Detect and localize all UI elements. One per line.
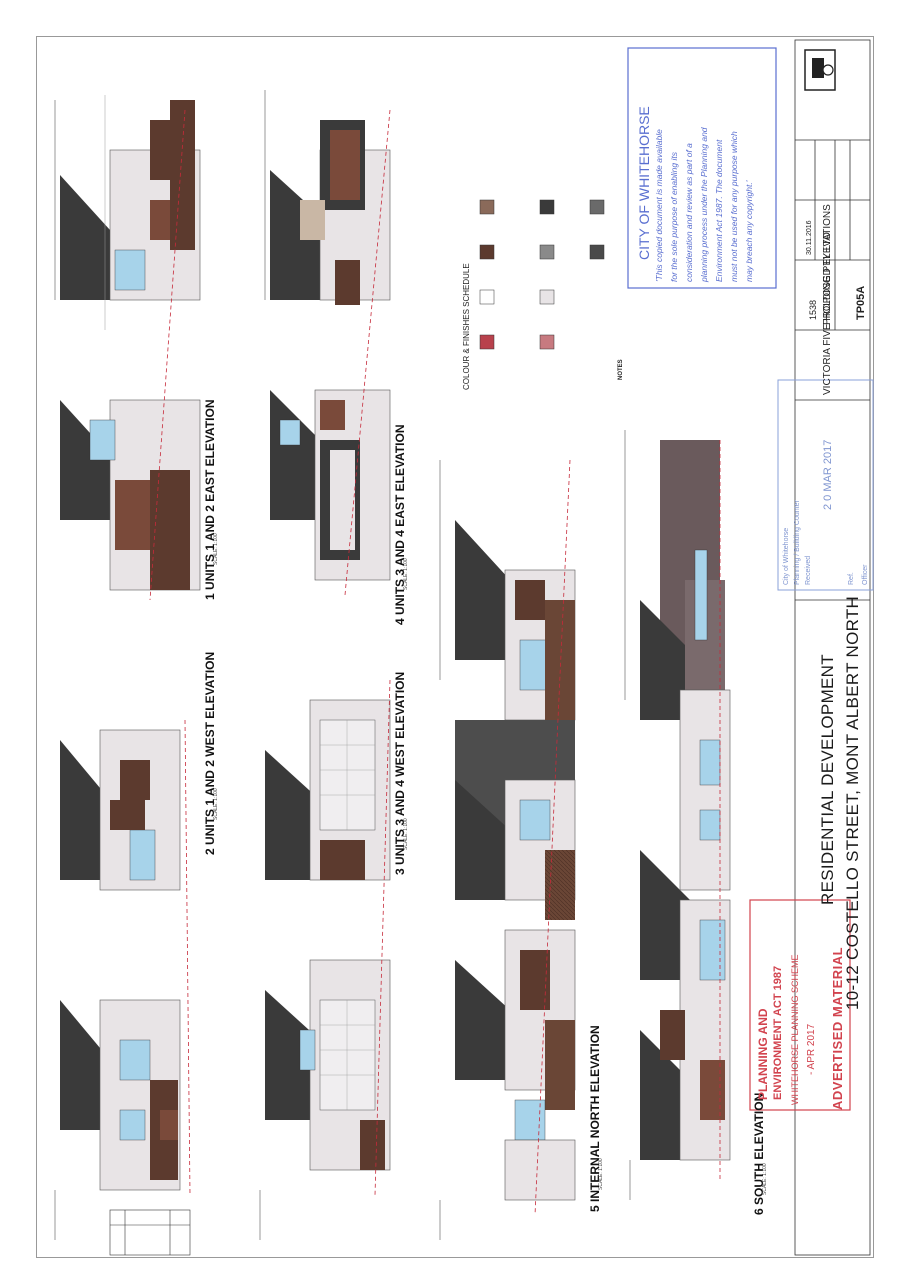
received-stamp-date: 2 0 MAR 2017 (822, 439, 834, 510)
drawing-number: TP05A (855, 285, 867, 320)
job-number: 1538 (808, 299, 818, 320)
elevation-scale-3: SCALE: 1:100 (403, 818, 409, 850)
project-title: RESIDENTIAL DEVELOPMENT (818, 654, 837, 905)
architect-logo (804, 49, 836, 91)
received-stamp-ref: Ref. (848, 572, 855, 585)
drawing-title: PROPOSED ELEVATIONS (822, 204, 833, 325)
elevation-scale-1: SCALE: 1:100 (213, 533, 219, 565)
received-stamp-line-1: City of Whitehorse (783, 527, 790, 585)
whitehorse-stamp-line-7: may breach any copyright.' (744, 180, 754, 282)
colour-schedule-title: COLOUR & FINISHES SCHEDULE (462, 263, 471, 390)
whitehorse-stamp-line-6: must not be used for any purpose which (729, 131, 739, 282)
elevation-scale-5: SCALE: 1:100 (598, 1158, 604, 1190)
received-stamp-line-3: Received (805, 555, 812, 585)
planning-stamp-line-1: PLANNING AND (756, 1008, 770, 1100)
elevation-2-bottom-house (60, 999, 181, 1191)
elevation-1-top-house (60, 95, 201, 330)
elevation-4-bottom-house (270, 389, 391, 581)
elevation-5-units (455, 520, 576, 1201)
whitehorse-stamp-line-5: Environment Act 1987. The document (714, 139, 724, 282)
project-address: 10-12 COSTELLO STREET, MONT ALBERT NORTH (843, 595, 862, 1010)
elevation-title-2: 2 UNITS 1 AND 2 WEST ELEVATION (203, 651, 217, 855)
whitehorse-stamp-line-1: 'This copied document is made available (654, 129, 664, 282)
whitehorse-stamp-line-2: for the sole purpose of enabling its (669, 152, 679, 282)
elevation-title-1: 1 UNITS 1 AND 2 EAST ELEVATION (203, 399, 217, 601)
colour-schedule-swatches (479, 199, 605, 350)
title-block (794, 39, 871, 1256)
drawing-date: 30.11.2016 (806, 220, 813, 255)
notes-title: NOTES (618, 359, 624, 380)
whitehorse-stamp-line-4: planning process under the Planning and (699, 127, 709, 282)
elevation-2-top-house (60, 729, 181, 891)
planning-stamp-line-3: WHITEHORSE PLANNING SCHEME (790, 954, 800, 1105)
planning-stamp-line-2: ENVIRONMENT ACT 1987 (772, 965, 784, 1100)
elevation-title-4: 4 UNITS 3 AND 4 EAST ELEVATION (393, 424, 407, 626)
sheet-border (36, 36, 874, 1258)
elevation-title-6: 6 SOUTH ELEVATION (752, 1092, 766, 1215)
elevation-scale-4: SCALE: 1:100 (403, 558, 409, 590)
elevation-3-bottom-house (265, 959, 391, 1171)
elevation-4-top-house (270, 120, 391, 305)
planning-stamp-box (749, 899, 851, 1111)
whitehorse-stamp-line-3: consideration and review as part of a (684, 143, 694, 282)
whitehorse-stamp-box (627, 47, 777, 289)
advertised-material-stamp: ADVERTISED MATERIAL (830, 946, 845, 1110)
elevation-3-top-house (265, 699, 391, 881)
received-stamp-officer: Officer (862, 564, 869, 586)
elevation-1-mid-house (60, 399, 201, 591)
received-stamp-box (777, 379, 874, 591)
whitehorse-stamp-title: CITY OF WHITEHORSE (636, 106, 652, 260)
elevation-scale-2: SCALE: 1:100 (213, 788, 219, 820)
elevation-6-units (640, 440, 731, 1161)
elevation-scale-6: SCALE: 1:100 (762, 1163, 768, 1195)
planning-stamp-date: - APR 2017 (806, 1023, 817, 1075)
received-stamp-line-2: Planning / Building Counter (794, 500, 801, 585)
revision-table (109, 1209, 191, 1256)
